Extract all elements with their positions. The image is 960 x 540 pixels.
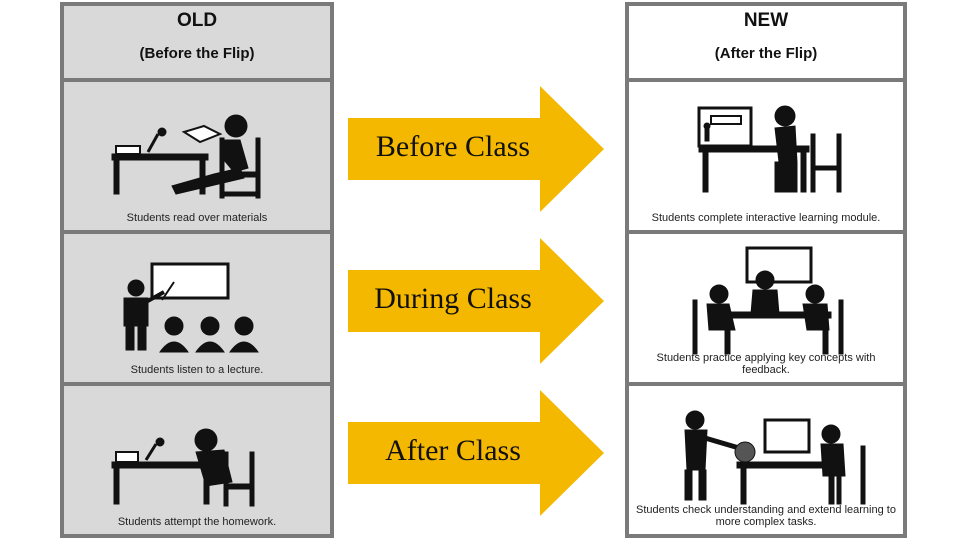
arrow-label-after: After Class	[385, 434, 521, 467]
old-panel-reading: Students read over materials	[64, 82, 330, 230]
new-panel-module: Students complete interactive learning m…	[629, 82, 903, 230]
new-header: NEW (After the Flip)	[629, 6, 903, 78]
old-caption-3: Students attempt the homework.	[117, 516, 277, 528]
arrow-during-class: During Class	[348, 238, 608, 364]
old-caption-2: Students listen to a lecture.	[130, 364, 264, 376]
old-panel-homework: Students attempt the homework.	[64, 386, 330, 534]
arrow-after-class: After Class	[348, 390, 608, 516]
group-work-icon	[692, 246, 844, 355]
teacher-globe-icon	[684, 410, 866, 505]
old-subtitle: (Before the Flip)	[139, 45, 255, 62]
old-title: OLD	[176, 10, 218, 31]
right-arrow-icon	[348, 86, 604, 212]
old-caption-1: Students read over materials	[126, 212, 268, 224]
new-caption-2: Students practice applying key concepts …	[656, 352, 876, 376]
new-subtitle: (After the Flip)	[714, 45, 818, 62]
student-reading-icon	[111, 114, 261, 199]
lecture-icon	[123, 262, 259, 353]
old-header: OLD (Before the Flip)	[64, 6, 330, 78]
new-caption-3: Students check understanding and extend …	[636, 504, 896, 528]
new-title: NEW	[743, 10, 789, 31]
new-panel-extend: Students check understanding and extend …	[629, 386, 903, 534]
new-caption-1: Students complete interactive learning m…	[651, 212, 881, 224]
arrow-label-before: Before Class	[375, 130, 531, 163]
right-arrow-icon	[348, 390, 604, 516]
arrow-label-during: During Class	[374, 282, 532, 315]
arrow-before-class: Before Class	[348, 86, 608, 212]
student-computer-icon	[697, 105, 842, 193]
old-column: OLD (Before the Flip) Students read	[60, 2, 334, 538]
right-arrow-icon	[348, 238, 604, 364]
new-column: NEW (After the Flip) Students complete i…	[625, 2, 907, 538]
student-homework-icon	[111, 428, 255, 507]
new-panel-practice: Students practice applying key concepts …	[629, 234, 903, 382]
old-panel-lecture: Students listen to a lecture.	[64, 234, 330, 382]
